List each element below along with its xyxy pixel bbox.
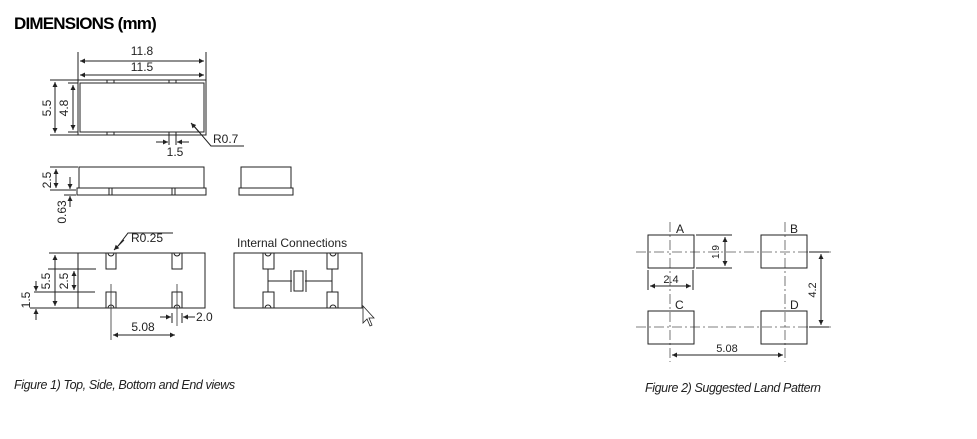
pad-label-c: C	[675, 298, 684, 312]
land-pattern: A B C D 1.9 2.4 4.2 5.08	[636, 222, 832, 362]
corner-radius-label: R0.7	[213, 132, 239, 146]
pad-c	[647, 310, 695, 345]
dim-5-5-bottom: 5.5	[39, 272, 53, 289]
bottom-view: R0.25 5.5 2.5 1.5 5.08 2.0	[19, 231, 213, 340]
dim-11-5: 11.5	[131, 60, 154, 74]
dim-2-4: 2.4	[663, 274, 678, 286]
dim-2-5-height: 2.5	[40, 171, 54, 188]
dim-0-63: 0.63	[55, 200, 69, 224]
pad-b	[760, 234, 808, 269]
pad-label-b: B	[790, 222, 798, 236]
dim-11-8: 11.8	[131, 44, 154, 58]
end-view	[238, 166, 294, 196]
dim-1-5-notch: 1.5	[167, 145, 184, 159]
dim-2-5-pads: 2.5	[57, 272, 71, 289]
figure2-caption: Figure 2) Suggested Land Pattern	[645, 381, 821, 395]
mouse-cursor-icon	[362, 304, 375, 327]
dim-1-5-pad: 1.5	[19, 291, 33, 308]
pad-d	[760, 310, 808, 345]
dim-4-2: 4.2	[807, 282, 819, 297]
side-view: 2.5 0.63	[40, 166, 207, 224]
pad-label-d: D	[790, 298, 799, 312]
dim-1-9: 1.9	[711, 245, 722, 259]
pad-a	[647, 234, 695, 269]
dim-4-8: 4.8	[57, 99, 71, 116]
top-view: 11.8 11.5 5.5 4.8 1.5 R0.7	[40, 44, 244, 159]
dim-5-5: 5.5	[40, 99, 54, 116]
internal-connections-view: Internal Connections	[233, 236, 363, 309]
dim-2-0: 2.0	[196, 310, 213, 324]
internal-connections-label: Internal Connections	[237, 236, 347, 250]
figure1-caption: Figure 1) Top, Side, Bottom and End view…	[14, 378, 235, 392]
dim-5-08-pitch: 5.08	[131, 320, 155, 334]
pad-radius-label: R0.25	[131, 231, 163, 245]
pad-label-a: A	[676, 222, 684, 236]
page-title: DIMENSIONS (mm)	[14, 14, 156, 33]
dim-5-08-land: 5.08	[716, 343, 737, 355]
